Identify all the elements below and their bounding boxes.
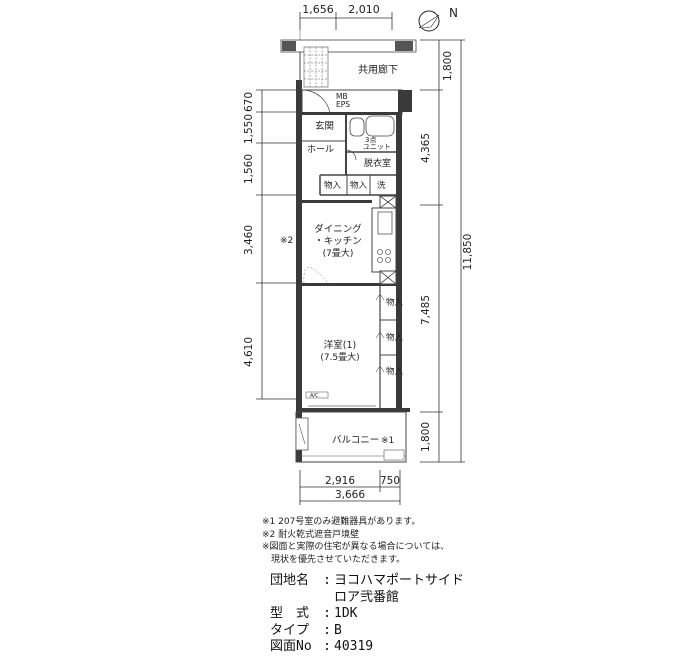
note-3: ※図面と実際の住宅が異なる場合については、 — [262, 542, 450, 552]
room-hall: ホール — [307, 144, 334, 155]
info-drawing-row: 図面No : 40319 — [270, 639, 464, 656]
dining-kitchen-size: (7畳大) — [323, 247, 354, 259]
dining-kitchen-line2: ・キッチン — [314, 236, 362, 247]
dim-bottom-1: 2,916 — [325, 475, 355, 487]
left-dimensions — [256, 89, 300, 400]
western-room-line1: 洋室(1) — [324, 339, 356, 351]
info-separator: : — [323, 573, 331, 588]
info-kind-label: タイプ — [270, 622, 310, 638]
dim-top-1: 1,656 — [302, 3, 334, 16]
mark-1: ※1 — [381, 436, 394, 446]
room-corridor: 共用廊下 — [358, 63, 398, 76]
walls — [280, 39, 417, 463]
info-name-row: 団地名 : ヨコハマポートサイド — [270, 573, 464, 590]
dim-left-4: 3,460 — [243, 225, 255, 255]
label-mb: MB — [336, 92, 348, 101]
dim-left-1: 670 — [243, 92, 255, 112]
note-4: 現状を優先させていただきます。 — [262, 554, 406, 565]
info-name-value-2: ロア弐番館 — [334, 589, 400, 605]
info-type-value: 1DK — [334, 606, 358, 621]
unit-bath-line1: 3点 — [365, 136, 376, 144]
info-separator: : — [323, 639, 331, 654]
info-type-row: 型 式 : 1DK — [270, 606, 464, 623]
note-2: ※2 耐火乾式遮音戸境壁 — [262, 529, 360, 540]
top-dimensions — [299, 12, 393, 40]
room-balcony: バルコニー — [332, 435, 379, 446]
info-name-row-2: ロア弐番館 — [270, 590, 464, 607]
info-drawing-value: 40319 — [334, 639, 374, 654]
property-info: 団地名 : ヨコハマポートサイド ロア弐番館 型 式 : 1DK タイプ : B… — [270, 573, 464, 656]
dining-kitchen-line1: ダイニング — [314, 223, 362, 235]
info-drawing-label: 図面No — [270, 639, 312, 654]
storage-5: 物入 — [386, 366, 404, 377]
dim-right-3: 11,850 — [462, 234, 474, 271]
dim-right-5: 1,800 — [420, 422, 432, 452]
info-kind-row: タイプ : B — [270, 623, 464, 640]
storage-3: 物入 — [386, 297, 404, 308]
info-type-label: 型 式 — [270, 606, 310, 621]
dim-bottom-2: 750 — [380, 475, 400, 487]
laundry-label: 洗 — [377, 180, 386, 191]
storage-4: 物入 — [386, 332, 404, 343]
room-entrance: 玄関 — [315, 120, 334, 132]
info-name-label: 団地名 — [270, 573, 310, 588]
north-compass-icon — [418, 10, 440, 32]
right-dimensions — [420, 39, 465, 463]
room-dressing: 脱衣室 — [364, 157, 391, 169]
dim-left-5: 4,610 — [243, 337, 255, 367]
western-room-size: (7.5畳大) — [320, 351, 359, 363]
storage-1: 物入 — [324, 180, 342, 191]
info-separator: : — [323, 606, 331, 621]
dim-right-1: 1,800 — [442, 51, 454, 81]
dim-left-3: 1,560 — [243, 154, 255, 184]
dim-left-2: 1,550 — [243, 114, 255, 144]
floor-plan: 1,656 2,010 N 670 1,550 1,560 3,460 4,61… — [243, 3, 474, 505]
mark-2: ※2 — [280, 236, 293, 246]
info-kind-value: B — [334, 622, 342, 638]
label-eps: EPS — [336, 100, 350, 109]
bottom-dimensions — [299, 470, 401, 505]
dim-right-4: 7,485 — [420, 295, 432, 325]
dim-top-2: 2,010 — [348, 3, 380, 16]
notes: ※1 207号室のみ避難器具があります。 ※2 耐火乾式遮音戸境壁 ※図面と実際… — [262, 516, 449, 566]
info-name-value: ヨコハマポートサイド — [334, 573, 465, 588]
ac-label: A/C — [310, 393, 319, 399]
dim-bottom-total: 3,666 — [335, 489, 365, 501]
info-separator: : — [323, 622, 331, 638]
note-1: ※1 207号室のみ避難器具があります。 — [262, 517, 421, 527]
storage-2: 物入 — [350, 180, 368, 191]
compass-label: N — [449, 6, 458, 20]
dim-right-2: 4,365 — [420, 133, 432, 163]
unit-bath-line2: ユニット — [363, 143, 391, 151]
